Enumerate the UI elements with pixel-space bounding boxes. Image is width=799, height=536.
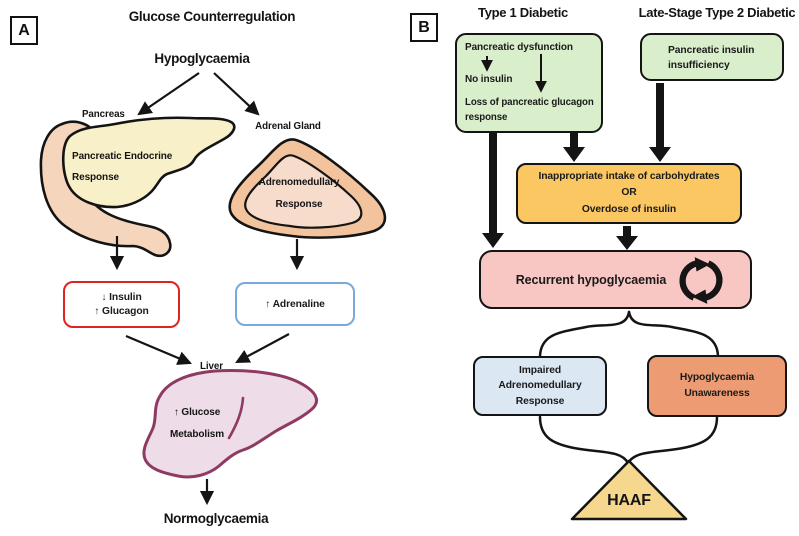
- hypoglycaemia-label: Hypoglycaemia: [154, 51, 250, 66]
- arrow-insulin-to-liver: [125, 334, 192, 365]
- haaf-label: HAAF: [607, 492, 651, 509]
- panel-b-thick-arrows: [482, 83, 671, 250]
- liver-cleft-line: [227, 396, 245, 440]
- type2-diabetic-heading: Late-Stage Type 2 Diabetic: [638, 5, 796, 20]
- metabolism-text: Metabolism: [169, 429, 224, 440]
- panel-a-arrows: [109, 72, 305, 506]
- response-line: Response: [515, 395, 565, 407]
- pancreas-shape: [61, 116, 236, 209]
- no-insulin-text: No insulin: [465, 74, 513, 85]
- glucagon-loss-text: Loss of pancreatic glucagon response: [465, 97, 594, 123]
- pancreas-response-text: Pancreatic Endocrine Response: [72, 151, 173, 183]
- normoglycaemia-label: Normoglycaemia: [163, 511, 269, 526]
- thick-arrow-carb-to-recurrent: [616, 226, 638, 250]
- brace-lower-right: [626, 415, 719, 465]
- haaf-triangle: [570, 459, 688, 521]
- insulin-glucagon-box: ↓ Insulin ↑ Glucagon: [63, 281, 180, 328]
- adrenaline-increase-text: ↑ Adrenaline: [265, 298, 325, 310]
- recurrent-hypoglycaemia-text: Recurrent hypoglycaemia: [515, 272, 667, 287]
- hypoglycaemia-unawareness-box: Hypoglycaemia Unawareness: [647, 355, 787, 417]
- adrenal-gland-label: Adrenal Gland: [255, 121, 321, 132]
- thick-arrow-type2-to-carb: [649, 83, 671, 162]
- impaired-line: Impaired: [518, 364, 562, 376]
- impaired-adrenomedullary-box: Impaired Adrenomedullary Response: [473, 356, 607, 416]
- arrow-hypo-to-adrenal: [213, 72, 260, 116]
- liver-shape: [142, 369, 318, 479]
- brace-upper-left: [538, 310, 631, 358]
- panel-a-title: Glucose Counterregulation: [128, 9, 296, 24]
- or-text: OR: [621, 187, 637, 199]
- adrenomedullary-line: Adrenomedullary: [498, 380, 582, 392]
- liver-label: Liver: [200, 361, 223, 372]
- adrenal-gland-shape: [228, 138, 387, 239]
- internal-flow-arrows: [481, 54, 547, 93]
- liver-response-text: ↑ Glucose Metabolism: [147, 402, 247, 446]
- arrow-hypo-to-pancreas: [137, 72, 200, 116]
- glucose-increase-text: ↑ Glucose: [173, 407, 221, 418]
- adrenaline-box: ↑ Adrenaline: [235, 282, 355, 326]
- hypoglycaemia-line: Hypoglycaemia: [679, 372, 755, 383]
- unawareness-line: Unawareness: [684, 388, 750, 399]
- type1-diabetic-heading: Type 1 Diabetic: [478, 5, 568, 20]
- insulin-decrease-text: ↓ Insulin: [101, 292, 142, 303]
- cycle-arrows-icon: [679, 257, 723, 304]
- insulin-insufficiency-text: Pancreatic insulin insufficiency: [668, 45, 755, 71]
- pancreas-label: Pancreas: [82, 109, 125, 120]
- pancreatic-dysfunction-box: Pancreatic dysfunction No insulin Loss o…: [455, 33, 603, 133]
- panel-a-label: A: [10, 16, 38, 45]
- adrenal-response-text: Adrenomedullary Response: [258, 177, 340, 210]
- carb-intake-text: Inappropriate intake of carbohydrates: [538, 170, 720, 182]
- pancreatic-dysfunction-text: Pancreatic dysfunction: [465, 42, 573, 53]
- panel-b-label: B: [410, 13, 438, 42]
- brace-upper-right: [627, 310, 720, 358]
- carbohydrate-overdose-box: Inappropriate intake of carbohydrates OR…: [516, 163, 742, 224]
- arrow-adrenaline-to-liver: [235, 333, 290, 364]
- recurrent-hypoglycaemia-box: Recurrent hypoglycaemia: [479, 250, 752, 309]
- insulin-insufficiency-box: Pancreatic insulin insufficiency: [640, 33, 784, 81]
- brace-lower-left: [538, 415, 630, 465]
- split-brace: [538, 310, 720, 465]
- thick-arrow-type1-to-carb: [563, 133, 585, 162]
- thick-arrow-type1-to-recurrent: [482, 133, 504, 248]
- glucagon-increase-text: ↑ Glucagon: [94, 306, 149, 317]
- insulin-overdose-text: Overdose of insulin: [581, 203, 677, 215]
